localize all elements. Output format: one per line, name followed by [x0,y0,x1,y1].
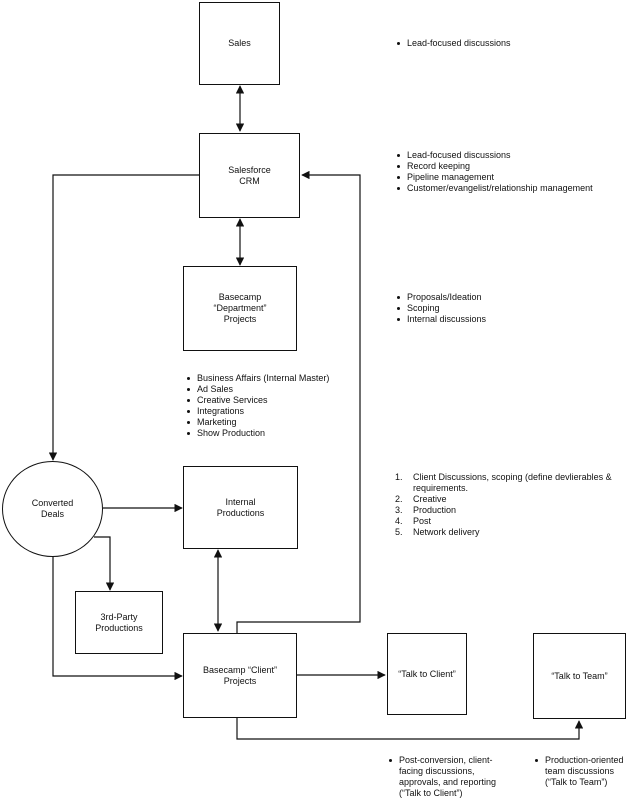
talk-to-team-notes: Production-oriented team discussions (“T… [533,755,629,788]
list-item: Business Affairs (Internal Master) [185,373,385,384]
internal-production-steps: 1.Client Discussions, scoping (define de… [395,472,629,538]
list-item: 3.Production [395,505,457,515]
list-item: 5.Network delivery [395,527,480,537]
list-item: Post-conversion, client-facing discussio… [387,755,515,799]
list-item: Record keeping [395,161,627,172]
department-list: Business Affairs (Internal Master) Ad Sa… [185,373,385,439]
connector-client-talk-team [236,718,584,740]
connector-client-crm [236,170,361,633]
basecamp-client-projects-box: Basecamp “Client” Projects [183,633,297,718]
list-item: Proposals/Ideation [395,292,625,303]
list-item: Pipeline management [395,172,627,183]
list-item: Customer/evangelist/relationship managem… [395,183,627,194]
list-item: Scoping [395,303,625,314]
basecamp-department-projects-box: Basecamp “Department” Projects [183,266,297,351]
connector-crm-converted [48,174,199,461]
list-item: 4.Post [395,516,432,526]
internal-productions-box: Internal Productions [183,466,298,549]
list-item: Production-oriented team discussions (“T… [533,755,629,788]
third-party-productions-box: 3rd-Party Productions [75,591,163,654]
list-item: Creative Services [185,395,385,406]
connector-converted-third [94,536,115,591]
talk-to-client-box: “Talk to Client” [387,633,467,715]
list-item: Internal discussions [395,314,625,325]
list-item: Integrations [185,406,385,417]
converted-deals-circle: Converted Deals [2,461,103,557]
list-item: 2.Creative [395,494,447,504]
list-item: Lead-focused discussions [395,150,627,161]
salesforce-crm-box: Salesforce CRM [199,133,300,218]
talk-to-client-notes: Post-conversion, client-facing discussio… [387,755,515,799]
list-item: Lead-focused discussions [395,38,625,49]
sales-box: Sales [199,2,280,85]
connector-converted-client [52,556,183,681]
sales-notes: Lead-focused discussions [395,38,625,49]
crm-notes: Lead-focused discussions Record keeping … [395,150,627,194]
list-item: Ad Sales [185,384,385,395]
talk-to-team-box: “Talk to Team” [533,633,626,719]
list-item: Marketing [185,417,385,428]
department-project-notes: Proposals/Ideation Scoping Internal disc… [395,292,625,325]
list-item: Show Production [185,428,385,439]
list-item: 1.Client Discussions, scoping (define de… [395,472,612,493]
